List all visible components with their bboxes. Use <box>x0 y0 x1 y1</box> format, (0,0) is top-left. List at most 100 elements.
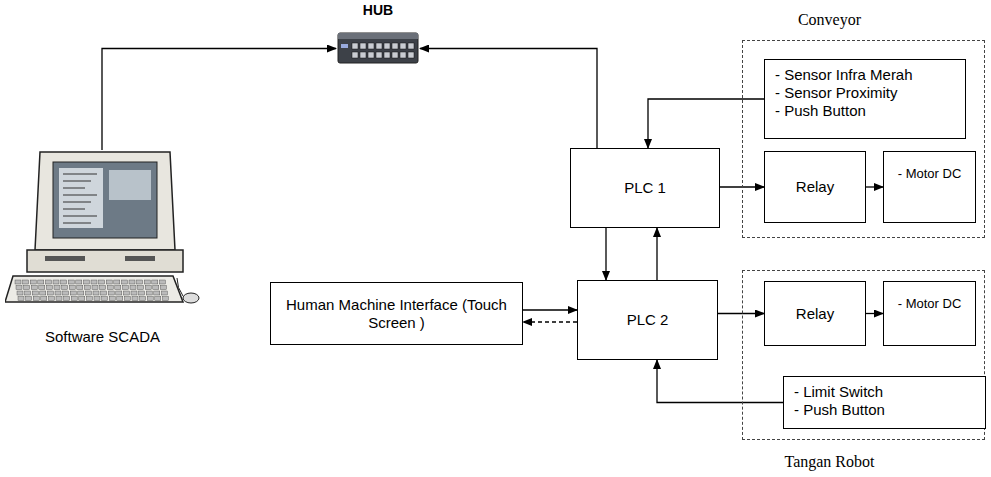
drawing-part <box>408 52 414 58</box>
process-box: Relay <box>764 151 866 223</box>
drawing-part <box>100 286 106 290</box>
drawing-part <box>93 291 99 295</box>
computer-node: Software SCADA <box>5 150 200 322</box>
drawing-part <box>25 291 31 295</box>
node-label: Relay <box>796 305 834 323</box>
drawing-part <box>124 297 130 301</box>
drawing-part <box>56 297 62 301</box>
drawing-part <box>392 43 398 49</box>
node-label: - Motor DC <box>898 295 962 313</box>
drawing-part <box>122 286 128 290</box>
drawing-part <box>62 286 68 290</box>
drawing-part <box>132 297 138 301</box>
drawing-part <box>153 286 159 290</box>
hub-node: HUB <box>336 27 420 70</box>
drawing-part <box>400 52 406 58</box>
drawing-part <box>121 280 127 284</box>
drawing-part <box>138 286 144 290</box>
computer-illustration <box>5 150 200 310</box>
drawing-part <box>352 52 358 58</box>
drawing-part <box>161 291 167 295</box>
drawing-part <box>376 43 382 49</box>
drawing-part <box>53 280 59 284</box>
drawing-part <box>59 168 103 228</box>
drawing-part <box>63 291 69 295</box>
drawing-part <box>85 291 91 295</box>
drawing-part <box>54 286 60 290</box>
drawing-part <box>76 280 82 284</box>
hub-icon <box>336 27 420 70</box>
drawing-part <box>160 286 166 290</box>
drawing-part <box>154 291 160 295</box>
connector-arrow <box>420 49 597 149</box>
drawing-part <box>144 280 150 284</box>
drawing-part <box>86 297 92 301</box>
drawing-part <box>152 280 158 284</box>
process-box: - Motor DC <box>883 151 976 223</box>
drawing-part <box>338 33 418 39</box>
connector-arrow <box>866 313 883 314</box>
drawing-part <box>94 297 100 301</box>
drawing-part <box>123 291 129 295</box>
drawing-part <box>84 286 90 290</box>
drawing-part <box>63 223 91 224</box>
region-heading: Conveyor <box>798 11 861 29</box>
drawing-part <box>131 291 137 295</box>
drawing-part <box>91 280 97 284</box>
node-label: - Limit Switch - Push Button <box>794 383 975 419</box>
drawing-part <box>63 202 91 203</box>
drawing-part <box>38 280 44 284</box>
node-label: Relay <box>796 178 834 196</box>
drawing-part <box>116 291 122 295</box>
drawing-part <box>23 280 29 284</box>
drawing-part <box>338 33 418 63</box>
drawing-part <box>55 291 61 295</box>
drawing-part <box>162 297 168 301</box>
drawing-part <box>108 291 114 295</box>
process-box: - Sensor Infra Merah - Sensor Proximity … <box>764 59 966 139</box>
drawing-part <box>384 43 390 49</box>
connector-arrow <box>523 309 577 310</box>
drawing-part <box>101 291 107 295</box>
drawing-part <box>145 286 151 290</box>
node-label: PLC 1 <box>624 179 666 197</box>
node-label: Software SCADA <box>45 328 160 345</box>
drawing-part <box>400 43 406 49</box>
drawing-part <box>70 291 76 295</box>
drawing-part <box>18 297 24 301</box>
drawing-part <box>63 195 97 196</box>
drawing-part <box>63 181 91 182</box>
drawing-part <box>45 280 51 284</box>
drawing-part <box>78 291 84 295</box>
drawing-part <box>183 293 199 303</box>
drawing-part <box>41 297 47 301</box>
drawing-part <box>71 297 77 301</box>
dashed-region: Tangan RobotRelay- Motor DC- Limit Switc… <box>742 270 985 440</box>
drawing-part <box>146 291 152 295</box>
region-heading: Tangan Robot <box>785 453 875 471</box>
drawing-part <box>83 280 89 284</box>
drawing-part <box>45 256 85 261</box>
drawing-part <box>114 280 120 284</box>
process-box: PLC 2 <box>577 280 718 360</box>
process-box: Human Machine Interface (Touch Screen ) <box>270 282 523 345</box>
drawing-part <box>107 286 113 290</box>
drawing-part <box>109 170 151 200</box>
process-box: PLC 1 <box>570 148 720 228</box>
drawing-part <box>30 280 36 284</box>
drawing-part <box>63 216 97 217</box>
drawing-part <box>408 43 414 49</box>
drawing-part <box>68 280 74 284</box>
drawing-part <box>92 286 98 290</box>
process-box: - Limit Switch - Push Button <box>783 376 986 429</box>
drawing-part <box>341 44 348 48</box>
drawing-part <box>79 297 85 301</box>
drawing-part <box>129 280 135 284</box>
drawing-part <box>352 43 358 49</box>
drawing-part <box>32 291 38 295</box>
process-box: Relay <box>764 281 866 346</box>
drawing-part <box>15 280 21 284</box>
drawing-part <box>63 209 85 210</box>
drawing-part <box>147 297 153 301</box>
drawing-part <box>99 280 105 284</box>
